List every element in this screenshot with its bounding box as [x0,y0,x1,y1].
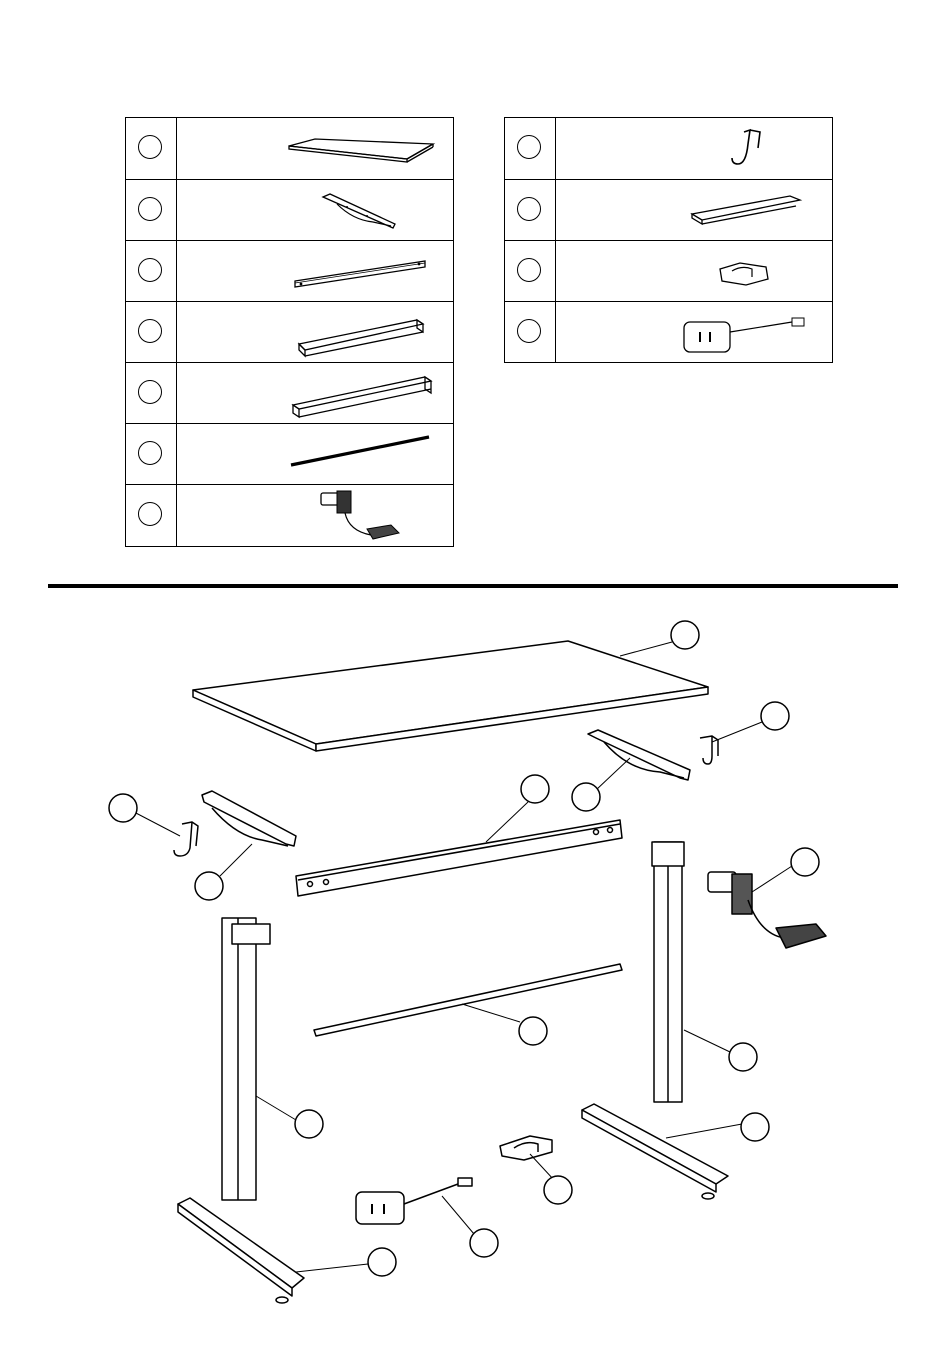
part-number-circle [517,319,541,343]
callout-bracket-left [195,872,223,900]
part-number-cell [126,118,177,179]
part-number-circle [138,135,162,159]
callout-crossbar [521,775,549,803]
part-row-cable-clip [505,240,832,302]
parts-list-right [504,117,833,363]
bracket-left [202,791,296,846]
part-number-circle [517,258,541,282]
callout-leg-left [295,1110,323,1138]
callout-foot-left [368,1248,396,1276]
part-number-circle [138,258,162,282]
cable-clip [500,1136,552,1160]
callout-hook-left [109,794,137,822]
callout-bracket-right [572,783,600,811]
part-number-circle [138,502,162,526]
callout-hook-right [761,702,789,730]
crossbar-icon [177,241,453,302]
cable-clip-icon [556,241,832,302]
power-adapter [356,1178,472,1224]
short-beam-icon [177,302,453,363]
part-number-circle [138,319,162,343]
part-number-circle [138,197,162,221]
crossbar [296,820,622,896]
part-row-tabletop [126,118,453,179]
section-divider [48,584,898,588]
part-row-power-adapter [505,301,832,363]
part-row-hook [505,118,832,179]
part-row-foot-base [505,179,832,241]
exploded-assembly-diagram [0,600,950,1360]
callout-tabletop [671,621,699,649]
motor-with-control-icon [177,485,453,547]
leg-left [222,918,270,1200]
foot-right [582,1104,728,1199]
foot-base-icon [556,180,832,241]
part-number-circle [517,197,541,221]
part-number-circle [517,135,541,159]
hex-rod [314,964,622,1036]
tabletop [193,641,708,751]
part-number-circle [138,380,162,404]
callout-cable-clip [544,1176,572,1204]
hex-rod-icon [177,424,453,485]
callout-leg-right [729,1043,757,1071]
long-beam-icon [177,363,453,424]
part-row-motor [126,484,453,547]
foot-left [178,1198,304,1303]
part-number-circle [138,441,162,465]
parts-list-left [125,117,454,547]
part-row-side-bracket [126,179,453,241]
bracket-right [588,730,690,780]
callout-motor [791,848,819,876]
part-row-crossbar [126,240,453,302]
hook-icon [556,118,832,179]
hook-left [174,822,198,856]
tabletop-icon [177,118,453,179]
callout-hex-rod [519,1017,547,1045]
side-bracket-icon [177,180,453,241]
part-row-long-beam [126,362,453,424]
callout-power-adapter [470,1229,498,1257]
leg-right [652,842,684,1102]
part-row-hex-rod [126,423,453,485]
power-adapter-icon [556,302,832,363]
motor [708,872,826,948]
part-row-short-beam [126,301,453,363]
callout-foot-right [741,1113,769,1141]
